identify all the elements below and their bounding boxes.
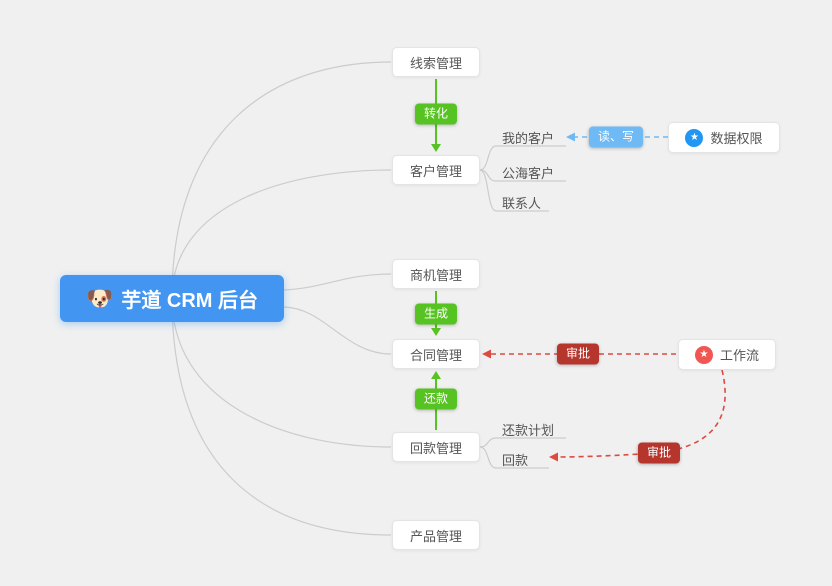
- edge-customers-contacts: [479, 169, 549, 212]
- node-payment[interactable]: 回款: [502, 453, 529, 468]
- edge-customers-my-customers: [479, 145, 566, 171]
- edge-receivables-repayment-plan: [479, 437, 566, 448]
- edge-root-customers: [171, 169, 392, 299]
- node-data-permission[interactable]: ★ 数据权限: [668, 122, 780, 153]
- node-products[interactable]: 产品管理: [392, 520, 480, 550]
- edge-receivables-payment: [479, 446, 549, 469]
- customer-children-branches: [479, 145, 566, 212]
- edge-root-receivables: [171, 297, 392, 448]
- green-flow-arrows: [431, 79, 441, 430]
- badge-convert: 转化: [414, 103, 458, 125]
- edge-root-leads: [171, 61, 392, 299]
- node-workflow[interactable]: ★ 工作流: [678, 339, 776, 370]
- data-permission-label: 数据权限: [710, 131, 763, 146]
- root-node-label: 芋道 CRM 后台: [121, 290, 259, 312]
- node-repayment-plan[interactable]: 还款计划: [502, 423, 555, 438]
- arrow-workflow-to-payment-head: [549, 452, 558, 462]
- badge-repay: 还款: [414, 388, 458, 410]
- arrow-workflow-to-payment-line: [556, 369, 726, 458]
- node-contracts[interactable]: 合同管理: [392, 339, 480, 369]
- workflow-label: 工作流: [719, 348, 759, 363]
- workflow-star-icon: ★: [694, 345, 713, 364]
- badge-approve-receivable: 审批: [637, 442, 681, 464]
- receivable-children-branches: [479, 437, 566, 469]
- arrow-data-permission-head: [566, 132, 575, 142]
- node-my-customers[interactable]: 我的客户: [502, 131, 555, 146]
- node-public-customers[interactable]: 公海客户: [502, 166, 555, 181]
- arrow-receivables-to-contracts-head: [431, 371, 441, 379]
- badge-approve-contract: 审批: [556, 343, 600, 365]
- root-node-crm-backend[interactable]: 🐶 芋道 CRM 后台: [60, 275, 284, 322]
- node-opportunities[interactable]: 商机管理: [392, 259, 480, 289]
- root-branch-curves: [171, 61, 392, 536]
- arrow-leads-to-customers-head: [431, 144, 441, 152]
- node-receivables[interactable]: 回款管理: [392, 432, 480, 462]
- edge-root-contracts: [283, 306, 392, 355]
- arrow-workflow-to-contracts-head: [482, 349, 491, 359]
- arrow-opportunities-to-contracts-head: [431, 328, 441, 336]
- edge-root-products: [171, 297, 392, 536]
- node-leads[interactable]: 线索管理: [392, 47, 480, 77]
- badge-generate: 生成: [414, 303, 458, 325]
- badge-read-write: 读、写: [588, 126, 644, 148]
- edge-root-opportunities: [283, 273, 392, 291]
- dog-mascot-icon: 🐶: [85, 285, 114, 311]
- data-permission-star-icon: ★: [685, 128, 704, 147]
- node-customers[interactable]: 客户管理: [392, 155, 480, 185]
- node-contacts[interactable]: 联系人: [502, 196, 542, 211]
